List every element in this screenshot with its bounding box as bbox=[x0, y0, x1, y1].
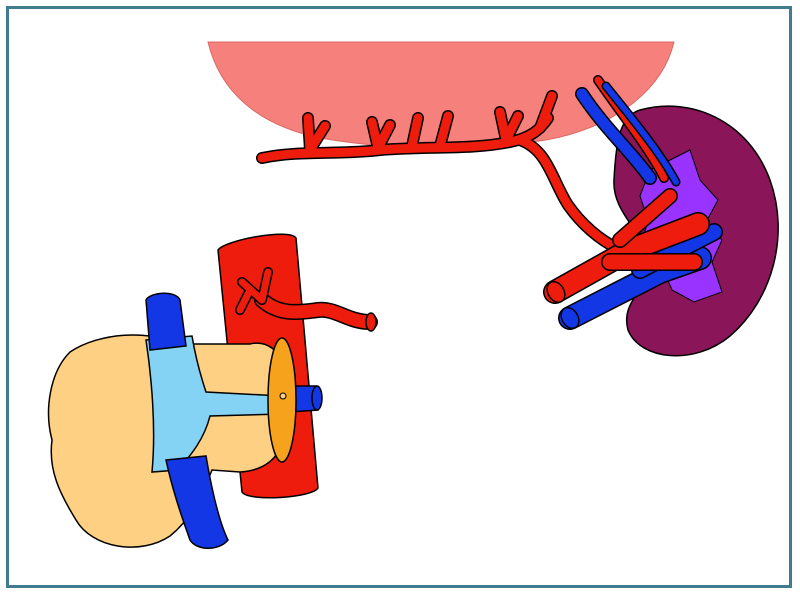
duct-opening bbox=[268, 338, 296, 462]
